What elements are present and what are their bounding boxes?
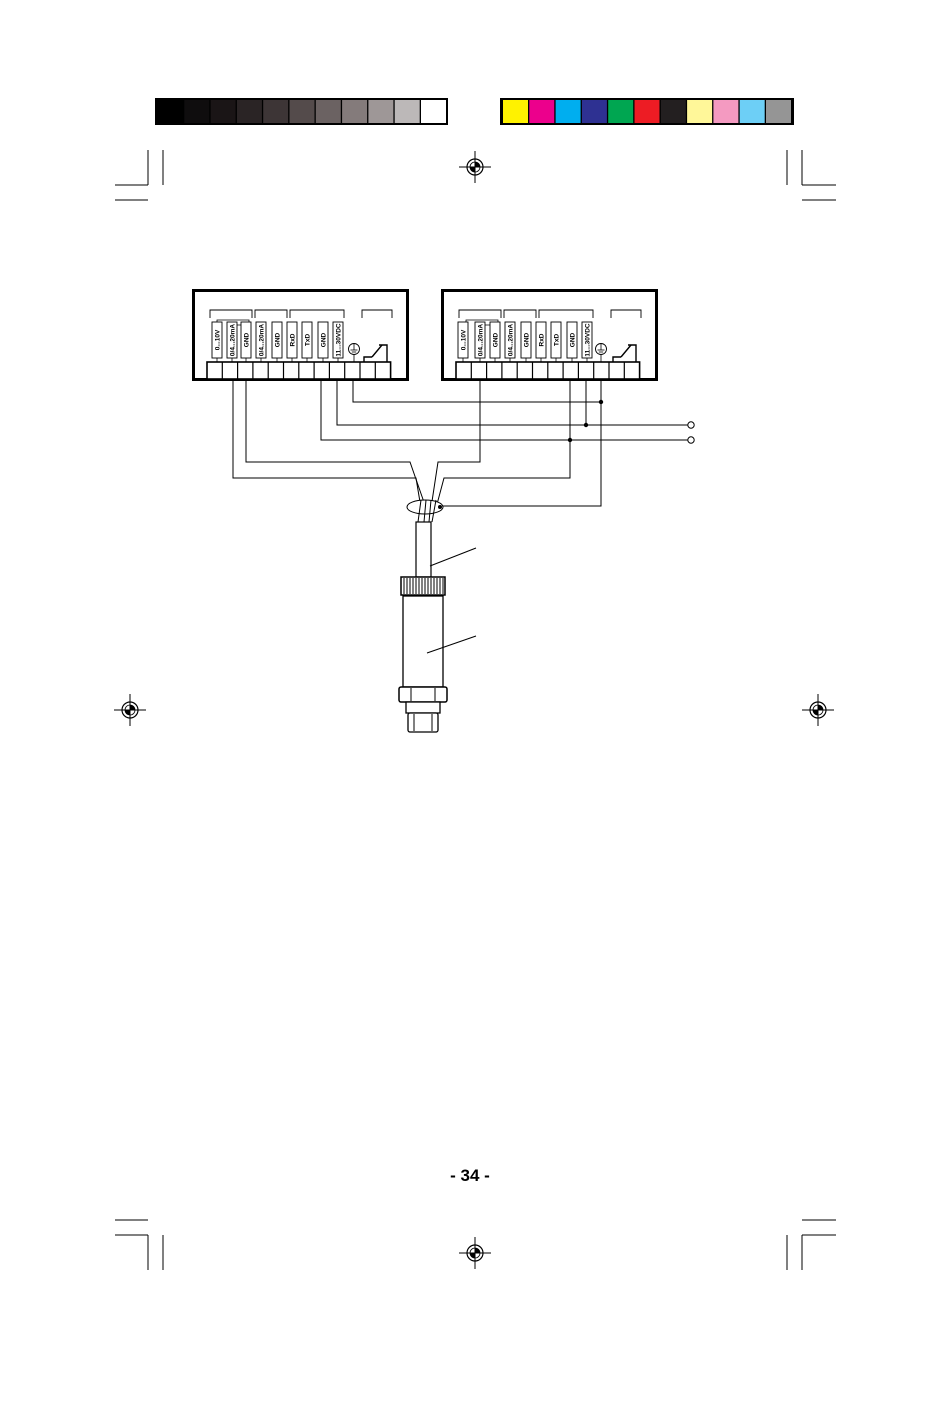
grayscale-patch [342,100,367,123]
registration-mark-icon [114,694,146,726]
terminal-label: 0/4...20mA [477,324,484,356]
grayscale-patch [263,100,288,123]
connection-wires [233,380,694,522]
color-patch [740,100,765,123]
grayscale-patch [316,100,341,123]
terminal-label: 0/4...20mA [507,324,514,356]
wire-analog-in [431,380,480,508]
wire-gnd-to-cable [436,380,570,508]
color-calibration-bar [500,98,794,125]
page-number: - 34 - [420,1166,520,1186]
grayscale-patch [290,100,315,123]
terminal-label: GND [274,332,281,347]
terminal-label: 11...30VDC [584,323,591,357]
display-device-left: 0...10V 0/4...20mA GND 0/4...20mA GND RxD TxD G… [192,289,409,381]
sensor-cable [416,522,431,577]
color-patch [635,100,660,123]
display-device-right: 0...10V 0/4...20mA GND 0/4...20mA GND RxD TxD G… [441,289,658,381]
color-patch [766,100,791,123]
grayscale-patch [158,100,183,123]
terminal-label: RxD [289,333,296,346]
shield-junction-dot [438,505,442,509]
supply-terminal-icon [688,437,694,443]
color-patch [687,100,712,123]
supply-terminal-icon [688,422,694,428]
sensor-body [403,596,443,687]
terminal-label: GND [569,332,576,347]
grayscale-patch [421,100,446,123]
junction-dot [584,423,588,427]
connector-nut [401,577,445,595]
color-patch [503,100,528,123]
terminal-label: GND [243,332,250,347]
terminal-label: GND [320,332,327,347]
terminal-label: GND [523,332,530,347]
terminal-label: GND [492,332,499,347]
terminal-label: TxD [553,334,560,347]
grayscale-patch [395,100,420,123]
wire-analog-gnd [246,380,426,508]
wire-shield [440,380,601,506]
hex-nut [399,687,447,702]
terminal-label: 0/4...20mA [258,324,265,356]
wire-analog-out [233,380,421,508]
process-connection-thread [408,713,438,732]
color-patch [582,100,607,123]
terminal-label: TxD [304,334,311,347]
process-connection-collar [406,702,440,713]
wire-supply-gnd [321,380,689,440]
terminal-label: RxD [538,333,545,346]
junction-dot [568,438,572,442]
callout-line-cable [430,548,476,566]
terminal-label: 11...30VDC [335,323,342,357]
color-patch [661,100,686,123]
grayscale-patch [368,100,393,123]
registration-mark-icon [802,694,834,726]
pressure-transmitter [399,522,476,732]
junction-dot [599,400,603,404]
grayscale-patch [237,100,262,123]
grayscale-calibration-bar [155,98,448,125]
grayscale-patch [184,100,209,123]
color-patch [608,100,633,123]
terminal-label: 0/4...20mA [229,324,236,356]
wire-earth [353,380,601,402]
terminal-label: 0...10V [214,329,221,350]
color-patch [713,100,738,123]
grayscale-patch [211,100,236,123]
registration-mark-icon [459,151,491,183]
color-patch [529,100,554,123]
registration-mark-icon [459,1237,491,1269]
terminal-label: 0...10V [460,329,467,350]
color-patch [556,100,581,123]
